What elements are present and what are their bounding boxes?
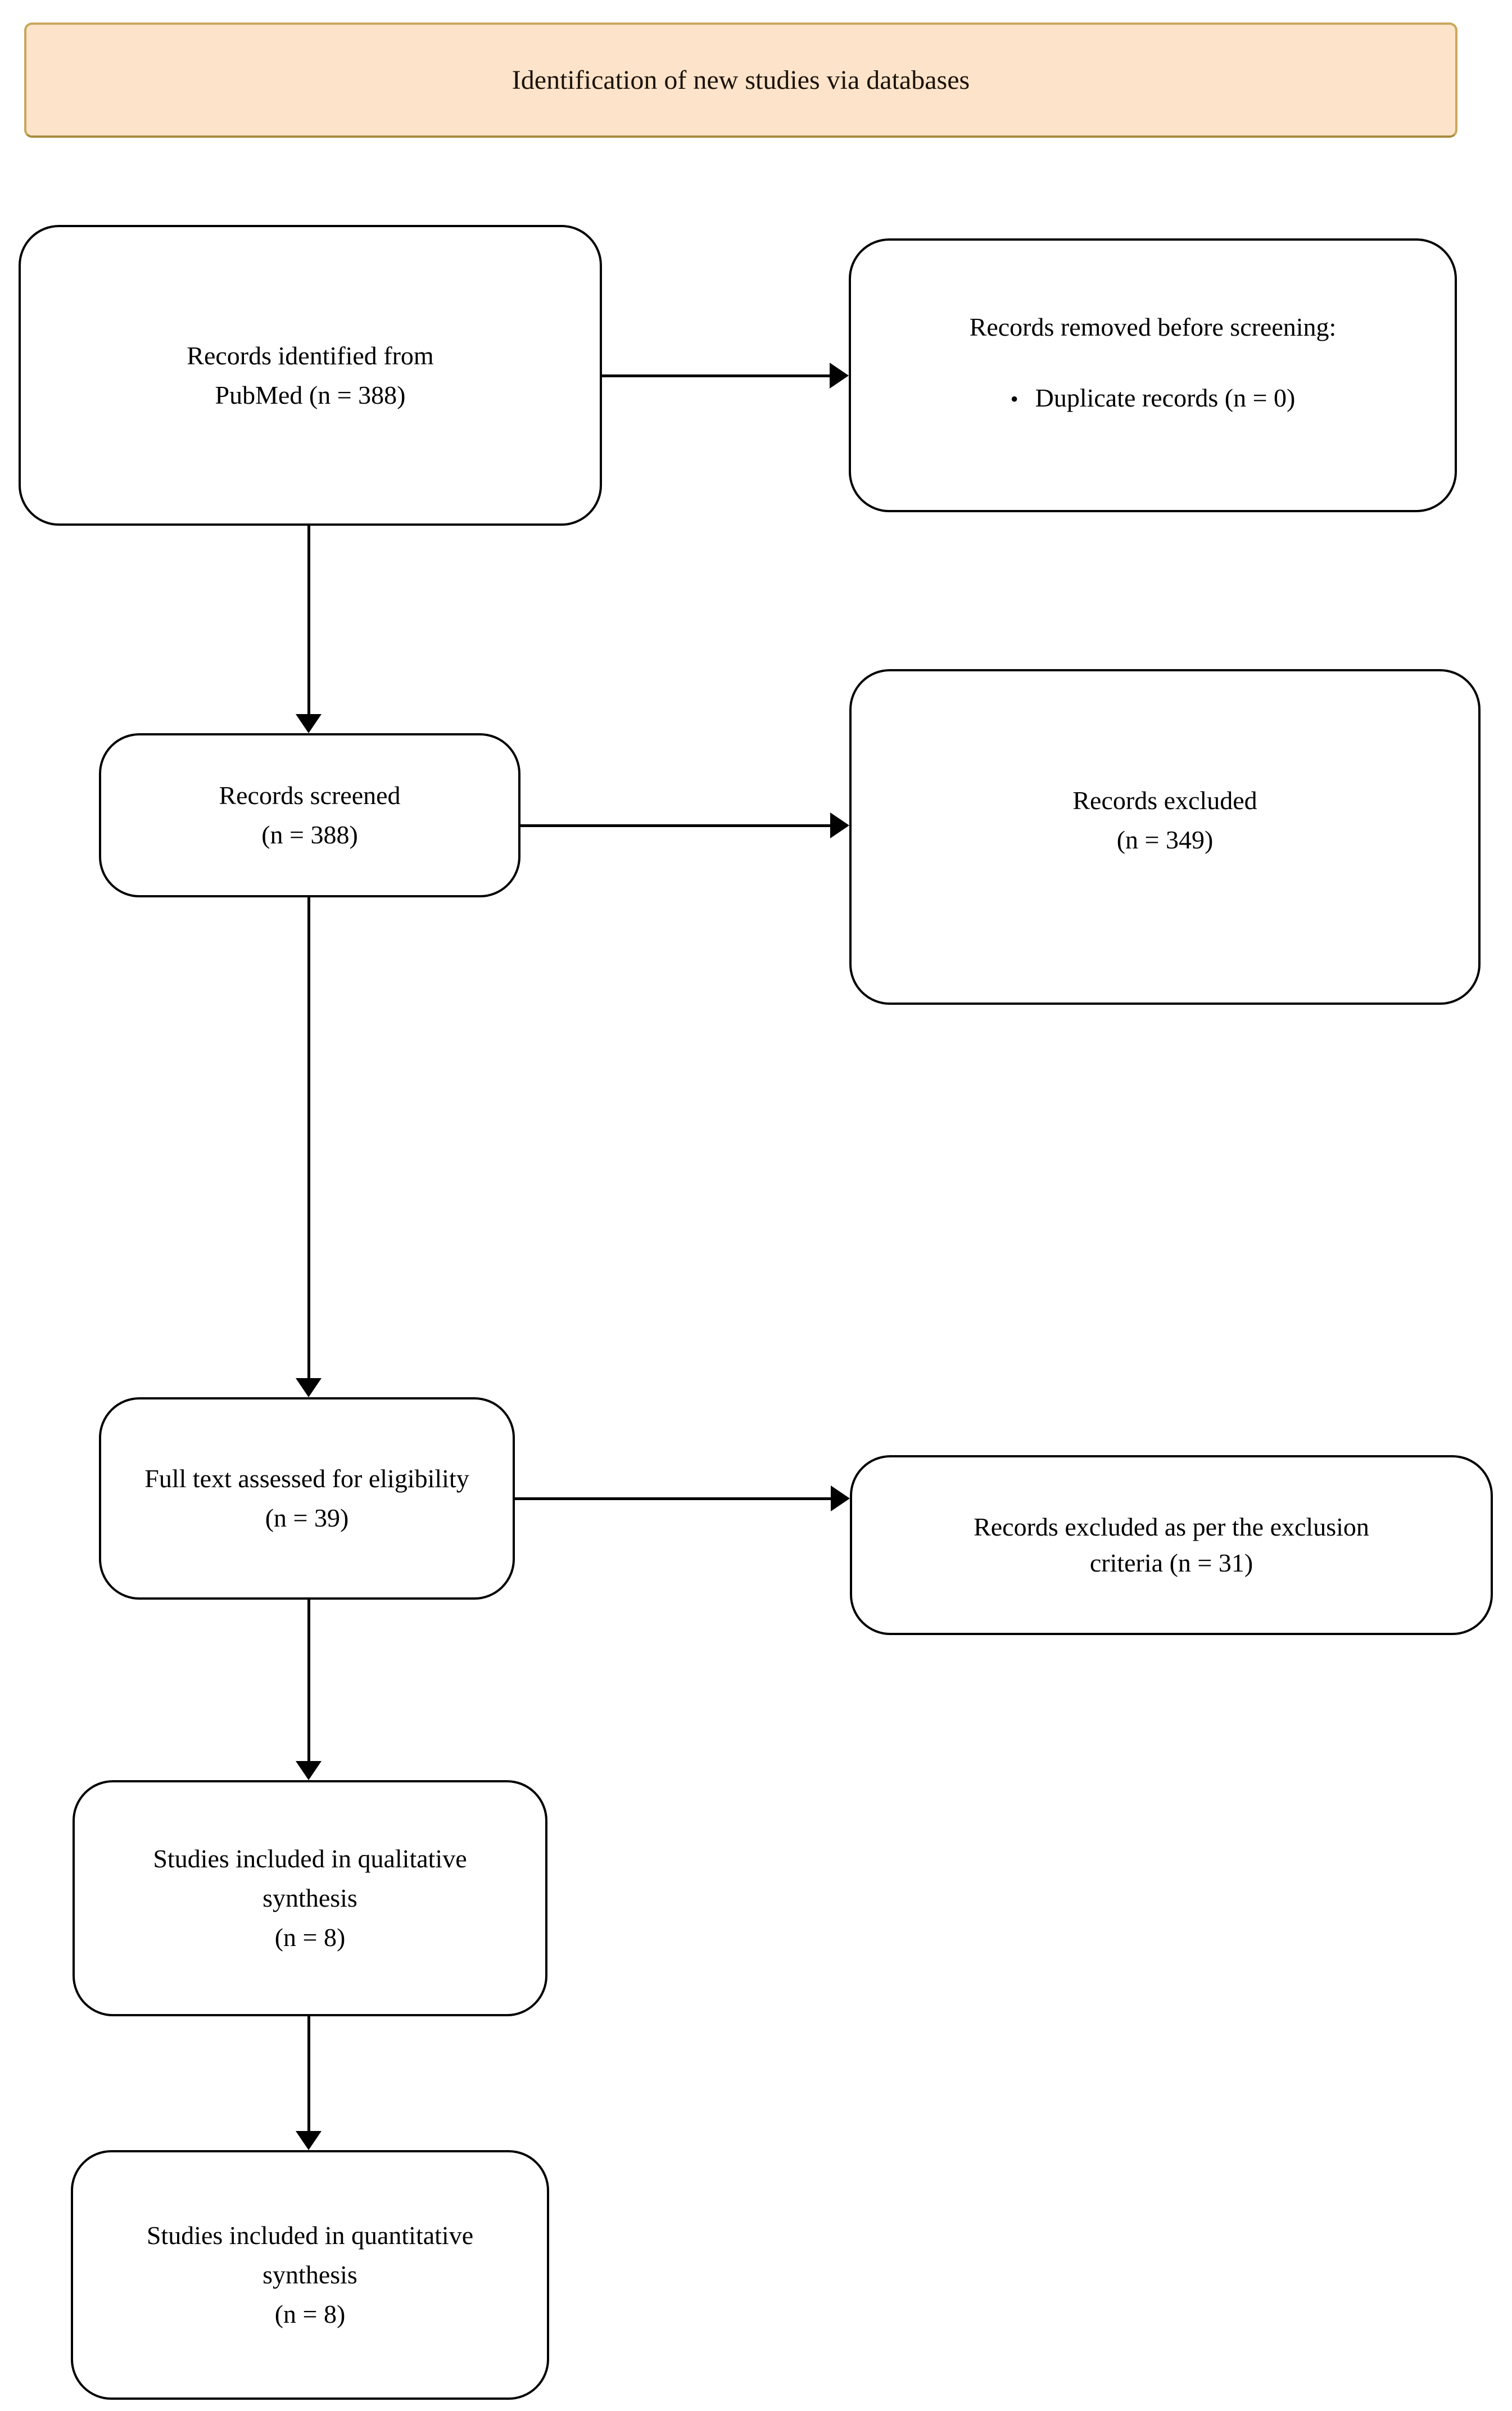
- box-quantitative-synthesis: Studies included in quantitative synthes…: [71, 2150, 549, 2400]
- arrow-qualitative-to-quantitative-head: [296, 2131, 322, 2150]
- box-text-line: Records identified from: [187, 341, 434, 370]
- arrow-screened-to-fulltext-head: [296, 1378, 322, 1397]
- arrow-screened-to-excluded-line: [520, 824, 830, 827]
- box-text-line: Records excluded: [1072, 785, 1257, 815]
- box-text-line: (n = 8): [274, 2300, 346, 2328]
- box-text-line: synthesis: [262, 1884, 357, 1912]
- box-records-identified: Records identified from PubMed (n = 388): [19, 225, 602, 526]
- box-text-line: (n = 349): [1116, 825, 1214, 854]
- box-text-block: Records excluded (n = 349): [1072, 781, 1257, 860]
- bullet-icon: •: [1010, 386, 1018, 412]
- box-text-block: Records removed before screening: • Dupl…: [970, 308, 1337, 419]
- identification-banner: Identification of new studies via databa…: [24, 22, 1457, 138]
- arrow-identified-to-removed-head: [830, 363, 849, 389]
- box-text-line: (n = 388): [261, 820, 358, 849]
- arrow-fulltext-to-qualitative-head: [296, 1761, 322, 1780]
- box-records-screened: Records screened (n = 388): [99, 733, 520, 897]
- banner-title: Identification of new studies via databa…: [511, 65, 970, 95]
- box-text-line: (n = 39): [265, 1504, 349, 1532]
- arrow-fulltext-to-excluded-criteria-head: [831, 1486, 850, 1511]
- box-full-text-assessed: Full text assessed for eligibility (n = …: [99, 1397, 515, 1600]
- box-records-excluded: Records excluded (n = 349): [849, 669, 1481, 1005]
- arrow-screened-to-excluded-head: [830, 812, 849, 838]
- box-text-line: synthesis: [262, 2260, 357, 2289]
- arrow-screened-to-fulltext-line: [307, 897, 310, 1378]
- arrow-identified-to-screened-line: [307, 526, 310, 714]
- bullet-item-text: Duplicate records (n = 0): [1035, 383, 1296, 412]
- box-text-line: (n = 8): [274, 1923, 346, 1952]
- box-records-excluded-criteria: Records excluded as per the exclusion cr…: [850, 1455, 1493, 1635]
- arrow-qualitative-to-quantitative-line: [307, 2016, 310, 2131]
- box-text-line: PubMed (n = 388): [215, 380, 406, 409]
- arrow-fulltext-to-excluded-criteria-line: [515, 1497, 831, 1500]
- box-text-line: Studies included in quantitative: [146, 2221, 474, 2250]
- box-qualitative-synthesis: Studies included in qualitative synthesi…: [73, 1780, 547, 2016]
- bullet-item: • Duplicate records (n = 0): [1011, 378, 1296, 419]
- box-records-removed-before-screening: Records removed before screening: • Dupl…: [849, 238, 1457, 512]
- arrow-identified-to-removed-line: [602, 374, 830, 377]
- box-text-line: Records screened: [219, 781, 401, 810]
- box-text-line: Full text assessed for eligibility: [144, 1464, 469, 1493]
- box-text-line: Records removed before screening:: [969, 312, 1337, 341]
- arrow-identified-to-screened-head: [296, 714, 322, 733]
- box-text-line: criteria (n = 31): [1089, 1548, 1253, 1577]
- box-text-line: Records excluded as per the exclusion: [974, 1512, 1369, 1541]
- box-text-line: Studies included in qualitative: [153, 1844, 467, 1873]
- arrow-fulltext-to-qualitative-line: [307, 1600, 310, 1761]
